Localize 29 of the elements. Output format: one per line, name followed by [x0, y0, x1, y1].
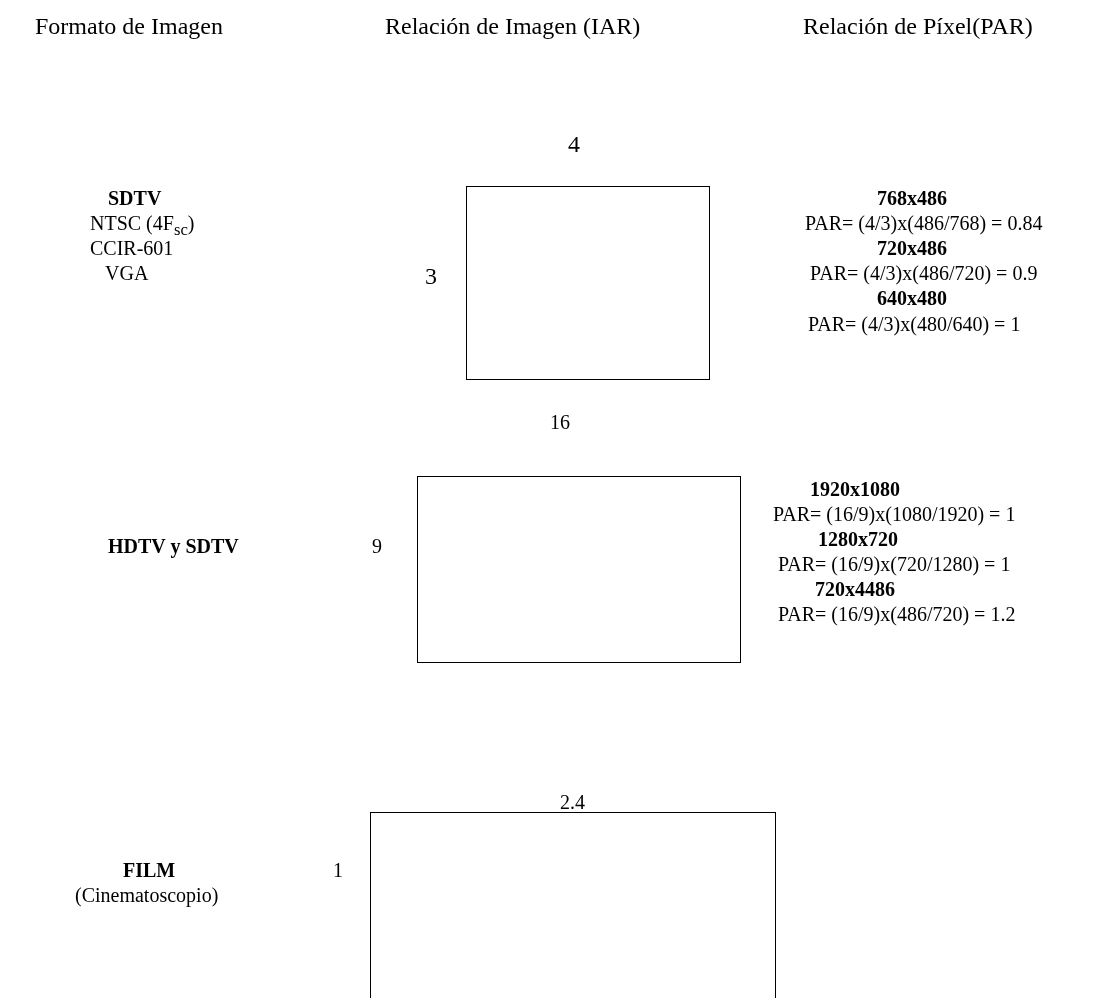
par-formula: PAR= (16/9)x(1080/1920) = 1 — [773, 502, 1016, 526]
aspect-ratio-frame — [466, 186, 710, 380]
aspect-ratio-frame — [417, 476, 741, 663]
resolution-label: 1920x1080 — [810, 477, 900, 501]
column-heading: Formato de Imagen — [35, 12, 223, 40]
format-name: FILM — [123, 858, 176, 882]
dimension-label: 16 — [550, 410, 570, 434]
par-formula: PAR= (4/3)x(486/768) = 0.84 — [805, 211, 1043, 235]
resolution-label: 768x486 — [877, 186, 947, 210]
dimension-label: 1 — [333, 858, 343, 882]
format-name: SDTV — [108, 186, 162, 210]
column-heading: Relación de Píxel(PAR) — [803, 12, 1033, 40]
format-name: (Cinematoscopio) — [75, 883, 219, 907]
format-name: HDTV y SDTV — [108, 534, 239, 558]
aspect-ratio-frame — [370, 812, 776, 998]
par-formula: PAR= (4/3)x(486/720) = 0.9 — [810, 261, 1038, 285]
dimension-label: 4 — [568, 130, 580, 158]
column-heading: Relación de Imagen (IAR) — [385, 12, 641, 40]
dimension-label: 3 — [425, 262, 437, 290]
resolution-label: 1280x720 — [818, 527, 898, 551]
dimension-label: 9 — [372, 534, 382, 558]
par-formula: PAR= (4/3)x(480/640) = 1 — [808, 312, 1021, 336]
resolution-label: 720x4486 — [815, 577, 895, 601]
resolution-label: 720x486 — [877, 236, 947, 260]
dimension-label: 2.4 — [560, 790, 585, 814]
par-formula: PAR= (16/9)x(486/720) = 1.2 — [778, 602, 1016, 626]
format-name: VGA — [105, 261, 149, 285]
par-formula: PAR= (16/9)x(720/1280) = 1 — [778, 552, 1011, 576]
resolution-label: 640x480 — [877, 286, 947, 310]
